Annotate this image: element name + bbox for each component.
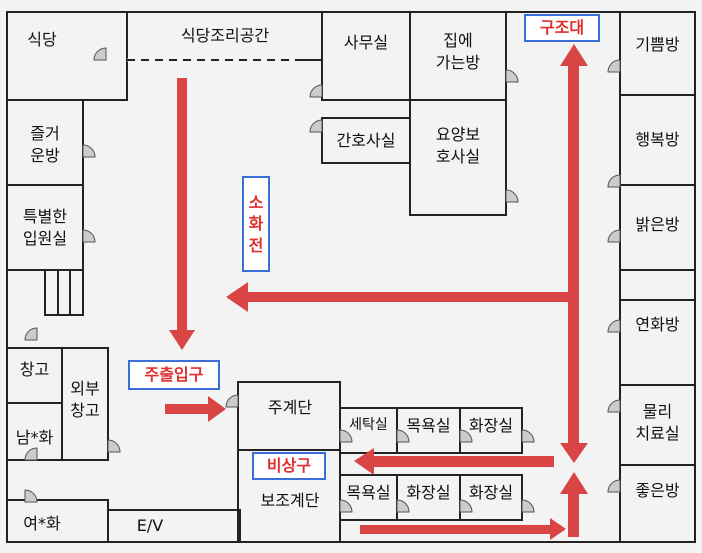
- elevator-box: [107, 509, 241, 543]
- storage-label: 창고: [19, 360, 50, 380]
- main-exit-label: 주출입구: [128, 360, 220, 390]
- physio-room-label: 물리 치료실: [635, 402, 680, 443]
- toilet3-box: [459, 474, 523, 521]
- stair-box: [44, 269, 84, 316]
- fire-extinguisher-label: 소 화 전: [242, 176, 270, 272]
- good-room-label: 좋은방: [635, 480, 680, 500]
- special-ward-label: 특별한 입원실: [22, 206, 68, 248]
- main-stairs-label: 주계단: [267, 397, 313, 417]
- arrow-right-up: [568, 62, 579, 447]
- elevator-label: E/V: [136, 516, 164, 536]
- laundry-label: 세탁실: [349, 417, 388, 434]
- toilet-2-label: 화장실: [406, 482, 451, 502]
- bath-2-label: 목욕실: [346, 482, 391, 502]
- arrow-emergency-exit: [372, 456, 554, 467]
- happy-room-label: 행복방: [635, 130, 680, 150]
- toilet-1-label: 화장실: [468, 415, 514, 435]
- office-label: 사무실: [343, 33, 389, 53]
- rescue-team-label: 구조대: [524, 14, 600, 42]
- lotus-room-label: 연화방: [635, 315, 680, 335]
- arrow-bottom: [360, 525, 552, 534]
- arrow-left-down: [177, 78, 187, 333]
- cafeteria-label: 식당: [27, 30, 57, 50]
- outdoor-storage-label: 외부 창고: [70, 379, 100, 420]
- men-toilet-label: 남*화: [15, 427, 54, 447]
- aux-stairs-label: 보조계단: [260, 490, 320, 510]
- kitchen-label: 식당조리공간: [180, 26, 270, 46]
- emergency-exit-label: 비상구: [252, 452, 326, 480]
- toilet-3-label: 화장실: [468, 482, 514, 502]
- outer-wall: [6, 11, 696, 543]
- going-home-room-label: 집에 가는방: [435, 31, 481, 72]
- arrow-main-exit: [165, 404, 210, 414]
- arrow-horizontal-left: [245, 292, 570, 302]
- arrow-bottom-up: [568, 492, 579, 537]
- nurse-room-label: 간호사실: [336, 130, 396, 150]
- joy-room-label: 기쁨방: [635, 35, 680, 55]
- bath-1-label: 목욕실: [406, 415, 451, 435]
- caregiver-room-box: [409, 99, 507, 216]
- women-toilet-label: 여*화: [23, 514, 61, 534]
- bright-room-label: 밝은방: [635, 215, 680, 235]
- caregiver-room-label: 요양보 호사실: [435, 124, 481, 166]
- fun-room-label: 즐거 운방: [30, 124, 60, 165]
